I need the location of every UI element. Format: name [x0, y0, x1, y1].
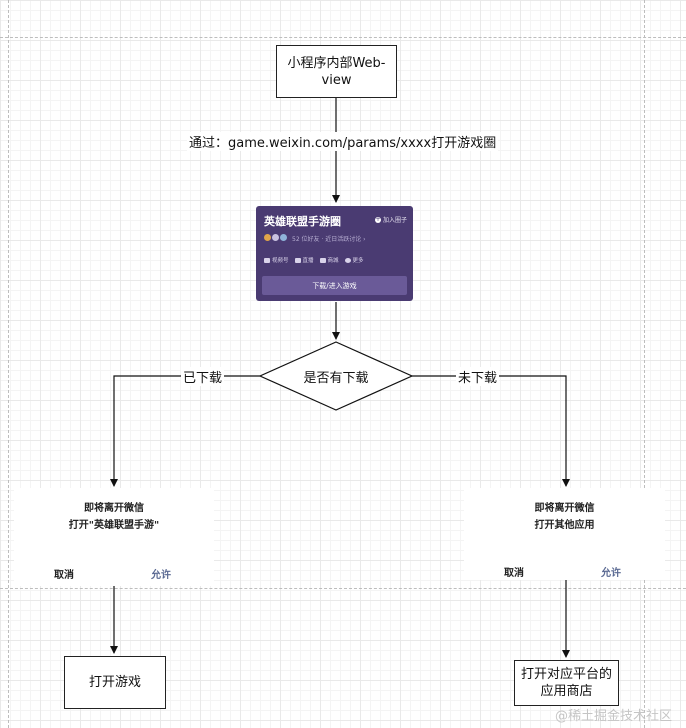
- dialog-left: 即将离开微信 打开"英雄联盟手游" 取消 允许: [14, 488, 214, 586]
- node-open-store-line1: 打开对应平台的: [520, 667, 612, 682]
- node-miniprogram-webview: 小程序内部Web-view: [276, 45, 397, 98]
- node-open-store-line2: 应用商店: [540, 684, 593, 699]
- avatar: [272, 234, 279, 241]
- arrow-not-downloaded: [412, 375, 570, 487]
- menu-item-live: 直播: [294, 256, 314, 264]
- game-card-subtitle: 52 位好友 · 近日活跃讨论 ›: [292, 236, 366, 243]
- dialog-left-line2: 打开"英雄联盟手游": [68, 520, 160, 531]
- dialog-left-line1: 即将离开微信: [84, 503, 144, 514]
- dialog-right-message: 即将离开微信 打开其他应用: [464, 500, 665, 534]
- guide-line-horizontal: [0, 588, 686, 589]
- cancel-button: 取消: [504, 568, 524, 579]
- menu-item-label: 更多: [352, 258, 364, 264]
- node-open-app-store: 打开对应平台的 应用商店: [514, 660, 619, 706]
- decision-label: 是否有下载: [303, 371, 369, 386]
- dialog-left-message: 即将离开微信 打开"英雄联盟手游": [14, 500, 214, 534]
- dialog-right-line1: 即将离开微信: [534, 503, 595, 514]
- watermark: @稀土掘金技术社区: [554, 709, 672, 724]
- guide-line-vertical: [644, 0, 645, 728]
- menu-item-more: 更多: [344, 256, 364, 264]
- dialog-right-line2: 打开其他应用: [534, 520, 595, 531]
- node-open-game-label: 打开游戏: [88, 675, 141, 690]
- game-card-menu: 视频号 直播 商城 更多: [264, 256, 364, 264]
- cancel-button: 取消: [54, 570, 74, 581]
- menu-item-mall: 商城: [319, 256, 339, 264]
- allow-button: 允许: [151, 570, 171, 581]
- avatar: [280, 234, 287, 241]
- guide-line-vertical: [8, 0, 9, 728]
- decision-diamond: [258, 341, 414, 411]
- mall-icon: [319, 257, 326, 263]
- friend-avatars: [264, 234, 288, 241]
- menu-item-label: 视频号: [272, 258, 289, 264]
- menu-item-channels: 视频号: [264, 256, 289, 264]
- edge-label-via-url: 通过：game.weixin.com/params/xxxx打开游戏圈: [187, 132, 499, 151]
- menu-item-label: 商城: [327, 258, 339, 264]
- allow-button: 允许: [601, 568, 621, 579]
- join-circle-button: + 加入圈子: [374, 215, 407, 224]
- node-miniprogram-label: 小程序内部Web-view: [287, 55, 386, 88]
- avatar: [264, 234, 271, 241]
- edge-label-downloaded: 已下载: [181, 367, 225, 386]
- game-circle-card: 英雄联盟手游圈 + 加入圈子 52 位好友 · 近日活跃讨论 › 视频号 直播 …: [256, 206, 413, 301]
- edge-label-not-downloaded: 未下载: [456, 367, 500, 386]
- dialog-right: 即将离开微信 打开其他应用 取消 允许: [464, 488, 665, 580]
- game-card-title: 英雄联盟手游圈: [264, 215, 341, 228]
- arrow-downloaded: [110, 375, 260, 487]
- guide-line-horizontal: [0, 37, 686, 38]
- live-icon: [294, 257, 301, 263]
- node-open-game: 打开游戏: [64, 656, 166, 709]
- more-icon: [344, 257, 351, 263]
- channels-icon: [264, 257, 270, 263]
- download-enter-game-button: 下载/进入游戏: [262, 276, 407, 295]
- plus-icon: +: [374, 215, 381, 223]
- menu-item-label: 直播: [302, 258, 314, 264]
- join-circle-label: 加入圈子: [382, 217, 407, 224]
